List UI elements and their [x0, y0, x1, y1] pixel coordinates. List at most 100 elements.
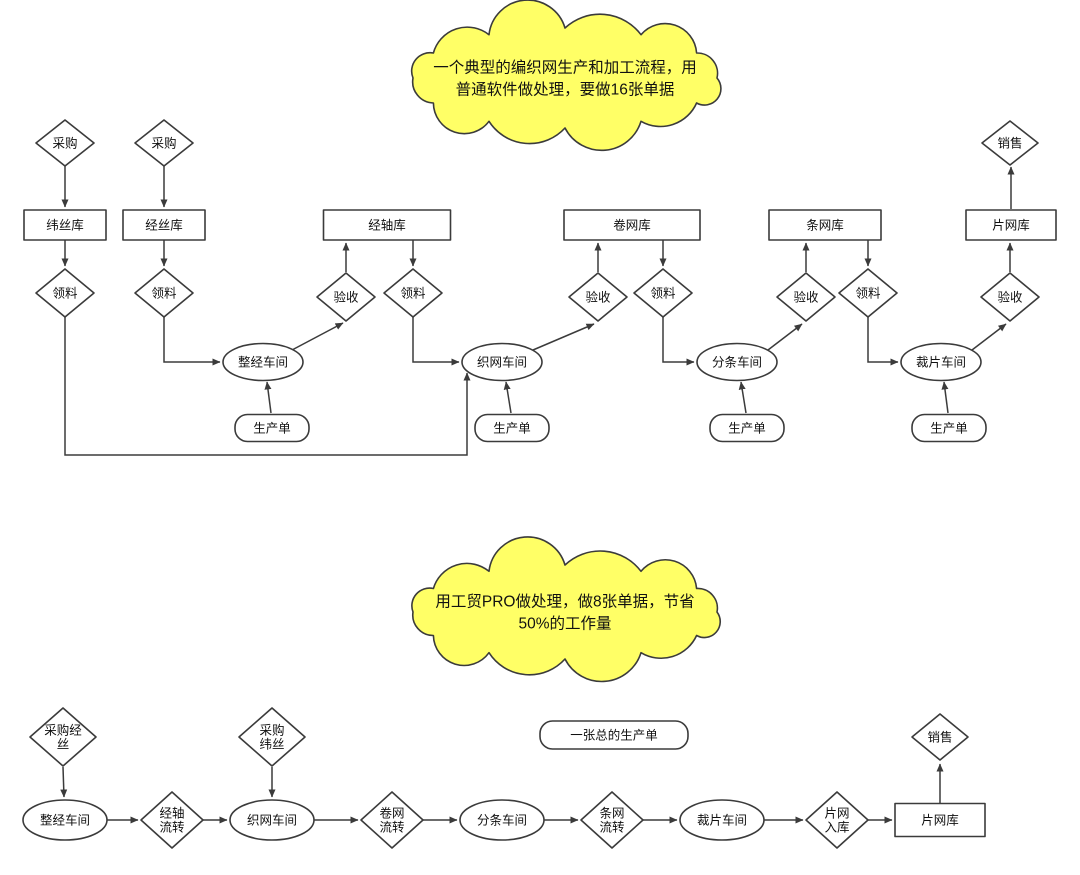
node-slitting-workshop: 分条车间	[696, 342, 778, 382]
edge-weaving-workshop-to-inspect-2	[532, 323, 595, 351]
node-inspect-4-label: 验收	[997, 290, 1023, 305]
node-slitting-workshop-shape	[696, 342, 778, 382]
node-production-order-3: 生产单	[709, 413, 785, 443]
node-issue-material-2-shape	[134, 268, 194, 318]
node-weft-yarn-warehouse-shape	[23, 209, 107, 241]
node-b-roll-transfer-shape	[360, 791, 424, 849]
edge-issue-material-2-to-warping-workshop	[163, 317, 221, 366]
node-b-warping-workshop-shape	[22, 799, 108, 841]
node-b-purchase-weft-label: 纬丝	[259, 738, 284, 752]
node-purchase-weft: 采购	[35, 119, 95, 167]
node-roll-net-warehouse-shape	[563, 209, 701, 241]
node-b-sales-shape	[911, 713, 969, 761]
node-b-roll-transfer-label: 卷网	[379, 806, 404, 821]
node-purchase-weft-label: 采购	[52, 136, 77, 151]
note-typical-process-cloud-shape	[410, 0, 722, 152]
node-b-master-production-order-label: 一张总的生产单	[570, 728, 658, 743]
note-gmpro-process-text-line: 50%的工作量	[518, 615, 611, 633]
edge-issue-material-4-to-slitting-workshop	[662, 317, 695, 366]
node-b-master-production-order: 一张总的生产单	[539, 720, 689, 750]
node-roll-net-warehouse: 卷网库	[563, 209, 701, 241]
node-b-roll-transfer-label: 流转	[379, 820, 404, 835]
node-inspect-1-label: 验收	[333, 290, 359, 305]
node-warp-beam-warehouse-shape	[322, 209, 452, 241]
node-cutting-workshop-shape	[900, 342, 982, 382]
edge-issue-material-3-to-weaving-workshop	[412, 317, 460, 366]
node-weft-yarn-warehouse-label: 纬丝库	[46, 218, 84, 233]
node-b-weaving-workshop-label: 织网车间	[247, 813, 297, 828]
node-b-cutting-workshop: 裁片车间	[679, 799, 765, 841]
edge-issue-material-5-to-cutting-workshop	[867, 317, 899, 366]
node-piece-net-warehouse: 片网库	[965, 209, 1057, 241]
node-strip-net-warehouse-shape	[768, 209, 882, 241]
node-issue-material-1-label: 领料	[52, 287, 78, 301]
node-weaving-workshop-shape	[461, 342, 543, 382]
node-b-master-production-order-shape	[539, 720, 689, 750]
node-b-weaving-workshop: 织网车间	[229, 799, 315, 841]
node-b-warping-workshop-label: 整经车间	[40, 813, 90, 828]
note-typical-process-text-line: 普通软件做处理，要做16张单据	[456, 81, 675, 99]
node-issue-material-4: 领料	[633, 268, 693, 318]
node-production-order-4-label: 生产单	[930, 422, 968, 436]
node-inspect-3: 验收	[776, 272, 836, 322]
node-b-beam-transfer-shape	[140, 791, 204, 849]
node-b-purchase-weft-label: 采购	[259, 723, 284, 738]
node-production-order-4: 生产单	[911, 413, 987, 443]
node-inspect-4: 验收	[980, 272, 1040, 322]
node-purchase-weft-shape	[35, 119, 95, 167]
edge-production-order-3-to-slitting-workshop	[738, 381, 747, 414]
node-production-order-2-shape	[474, 413, 550, 443]
node-issue-material-3: 领料	[383, 268, 443, 318]
note-typical-process-text-line: 一个典型的编织网生产和加工流程，用	[433, 59, 697, 77]
node-purchase-warp-label: 采购	[151, 136, 176, 151]
node-inspect-3-shape	[776, 272, 836, 322]
node-sales-top-shape	[981, 120, 1039, 166]
node-b-purchase-weft-shape	[238, 707, 306, 767]
node-production-order-1-label: 生产单	[253, 422, 291, 436]
node-production-order-3-shape	[709, 413, 785, 443]
node-issue-material-1: 领料	[35, 268, 95, 318]
node-b-slitting-workshop-shape	[459, 799, 545, 841]
node-issue-material-2-label: 领料	[151, 287, 177, 301]
node-production-order-2-label: 生产单	[493, 422, 531, 436]
node-b-slitting-workshop-label: 分条车间	[477, 813, 527, 828]
node-sales-top: 销售	[981, 120, 1039, 166]
node-warping-workshop-shape	[222, 342, 304, 382]
node-b-cutting-workshop-label: 裁片车间	[697, 813, 747, 828]
node-production-order-2: 生产单	[474, 413, 550, 443]
node-issue-material-5-label: 领料	[855, 287, 881, 301]
node-b-piece-inbound-label: 入库	[824, 820, 849, 835]
node-piece-net-warehouse-label: 片网库	[992, 218, 1030, 233]
edge-slitting-workshop-to-inspect-3	[767, 323, 803, 351]
node-b-beam-transfer-label: 流转	[159, 820, 184, 835]
edge-cutting-workshop-to-inspect-4	[971, 323, 1007, 351]
node-piece-net-warehouse-shape	[965, 209, 1057, 241]
node-inspect-1-shape	[316, 272, 376, 322]
node-issue-material-5: 领料	[838, 268, 898, 318]
node-issue-material-2: 领料	[134, 268, 194, 318]
node-warping-workshop: 整经车间	[222, 342, 304, 382]
node-inspect-1: 验收	[316, 272, 376, 322]
node-issue-material-5-shape	[838, 268, 898, 318]
node-b-piece-net-warehouse-shape	[894, 802, 986, 838]
note-gmpro-process-cloud-shape	[411, 536, 721, 683]
node-inspect-3-label: 验收	[793, 290, 819, 305]
node-warp-yarn-warehouse: 经丝库	[122, 209, 206, 241]
node-inspect-2-shape	[568, 272, 628, 322]
node-b-slitting-workshop: 分条车间	[459, 799, 545, 841]
edge-warping-workshop-to-inspect-1	[291, 322, 344, 351]
node-sales-top-label: 销售	[997, 136, 1022, 151]
node-b-piece-net-warehouse-label: 片网库	[921, 813, 959, 828]
node-purchase-warp: 采购	[134, 119, 194, 167]
node-weaving-workshop-label: 织网车间	[477, 355, 527, 370]
node-b-warping-workshop: 整经车间	[22, 799, 108, 841]
node-weft-yarn-warehouse: 纬丝库	[23, 209, 107, 241]
node-warping-workshop-label: 整经车间	[238, 355, 288, 370]
node-b-piece-net-warehouse: 片网库	[894, 802, 986, 838]
